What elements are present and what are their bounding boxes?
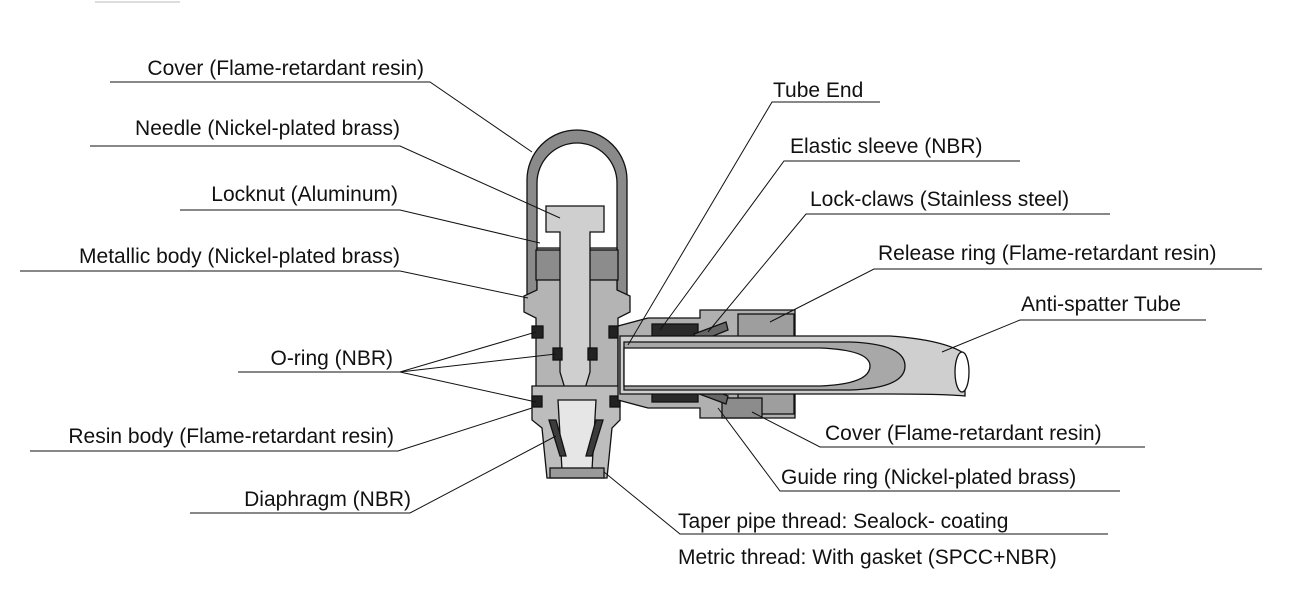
leader-cover-top [110, 81, 533, 153]
label-metric-thread: Metric thread: With gasket (SPCC+NBR) [678, 546, 1057, 569]
leader-lines [20, 81, 1262, 535]
lower-bore [557, 399, 597, 471]
diaphragm-right [585, 419, 604, 457]
leader-anti-spatter-tube [941, 319, 1206, 353]
horizontal-fitting-body [617, 309, 970, 419]
leader-needle [90, 145, 561, 219]
leader-metallic-body [20, 270, 529, 299]
label-cover-right: Cover (Flame-retardant resin) [825, 422, 1102, 445]
leader-taper-thread [603, 471, 1108, 535]
leader-locknut [180, 209, 541, 244]
o-ring-left-upper [531, 325, 544, 339]
leader-lock-claws [707, 213, 1110, 333]
o-ring-right-lower [609, 395, 621, 408]
tube-end-opening [954, 351, 970, 393]
leader-guide-ring [717, 407, 1120, 492]
label-o-ring: O-ring (NBR) [270, 347, 393, 370]
label-anti-spatter-tube: Anti-spatter Tube [1021, 293, 1181, 316]
tube-inner [623, 347, 871, 387]
leader-resin-body [30, 407, 533, 452]
leader-o-ring-3 [399, 371, 537, 403]
label-resin-body: Resin body (Flame-retardant resin) [68, 425, 394, 448]
thread-tip [549, 467, 605, 479]
leader-diaphragm [190, 435, 557, 514]
label-locknut: Locknut (Aluminum) [211, 183, 398, 206]
label-tube-end: Tube End [773, 79, 864, 102]
diaphragm-left [548, 419, 567, 457]
cover-right [721, 397, 763, 419]
leader-o-ring-2 [399, 353, 557, 373]
label-release-ring: Release ring (Flame-retardant resin) [878, 242, 1217, 265]
label-cover-top: Cover (Flame-retardant resin) [147, 57, 424, 80]
leader-tube-end [627, 101, 880, 346]
vertical-fitting-body [523, 129, 631, 479]
label-guide-ring: Guide ring (Nickel-plated brass) [781, 466, 1077, 489]
label-elastic-sleeve: Elastic sleeve (NBR) [790, 135, 983, 158]
label-needle: Needle (Nickel-plated brass) [135, 117, 400, 140]
elastic-sleeve-top [651, 323, 699, 337]
leader-release-ring [769, 268, 1262, 323]
label-taper-thread: Taper pipe thread: Sealock- coating [678, 510, 1009, 533]
leader-cover-right [751, 411, 1145, 448]
leader-elastic-sleeve [659, 160, 1020, 331]
label-lock-claws: Lock-claws (Stainless steel) [810, 188, 1070, 211]
label-diaphragm: Diaphragm (NBR) [244, 488, 411, 511]
o-ring-needle-right [587, 347, 598, 361]
label-metallic-body: Metallic body (Nickel-plated brass) [79, 245, 400, 268]
